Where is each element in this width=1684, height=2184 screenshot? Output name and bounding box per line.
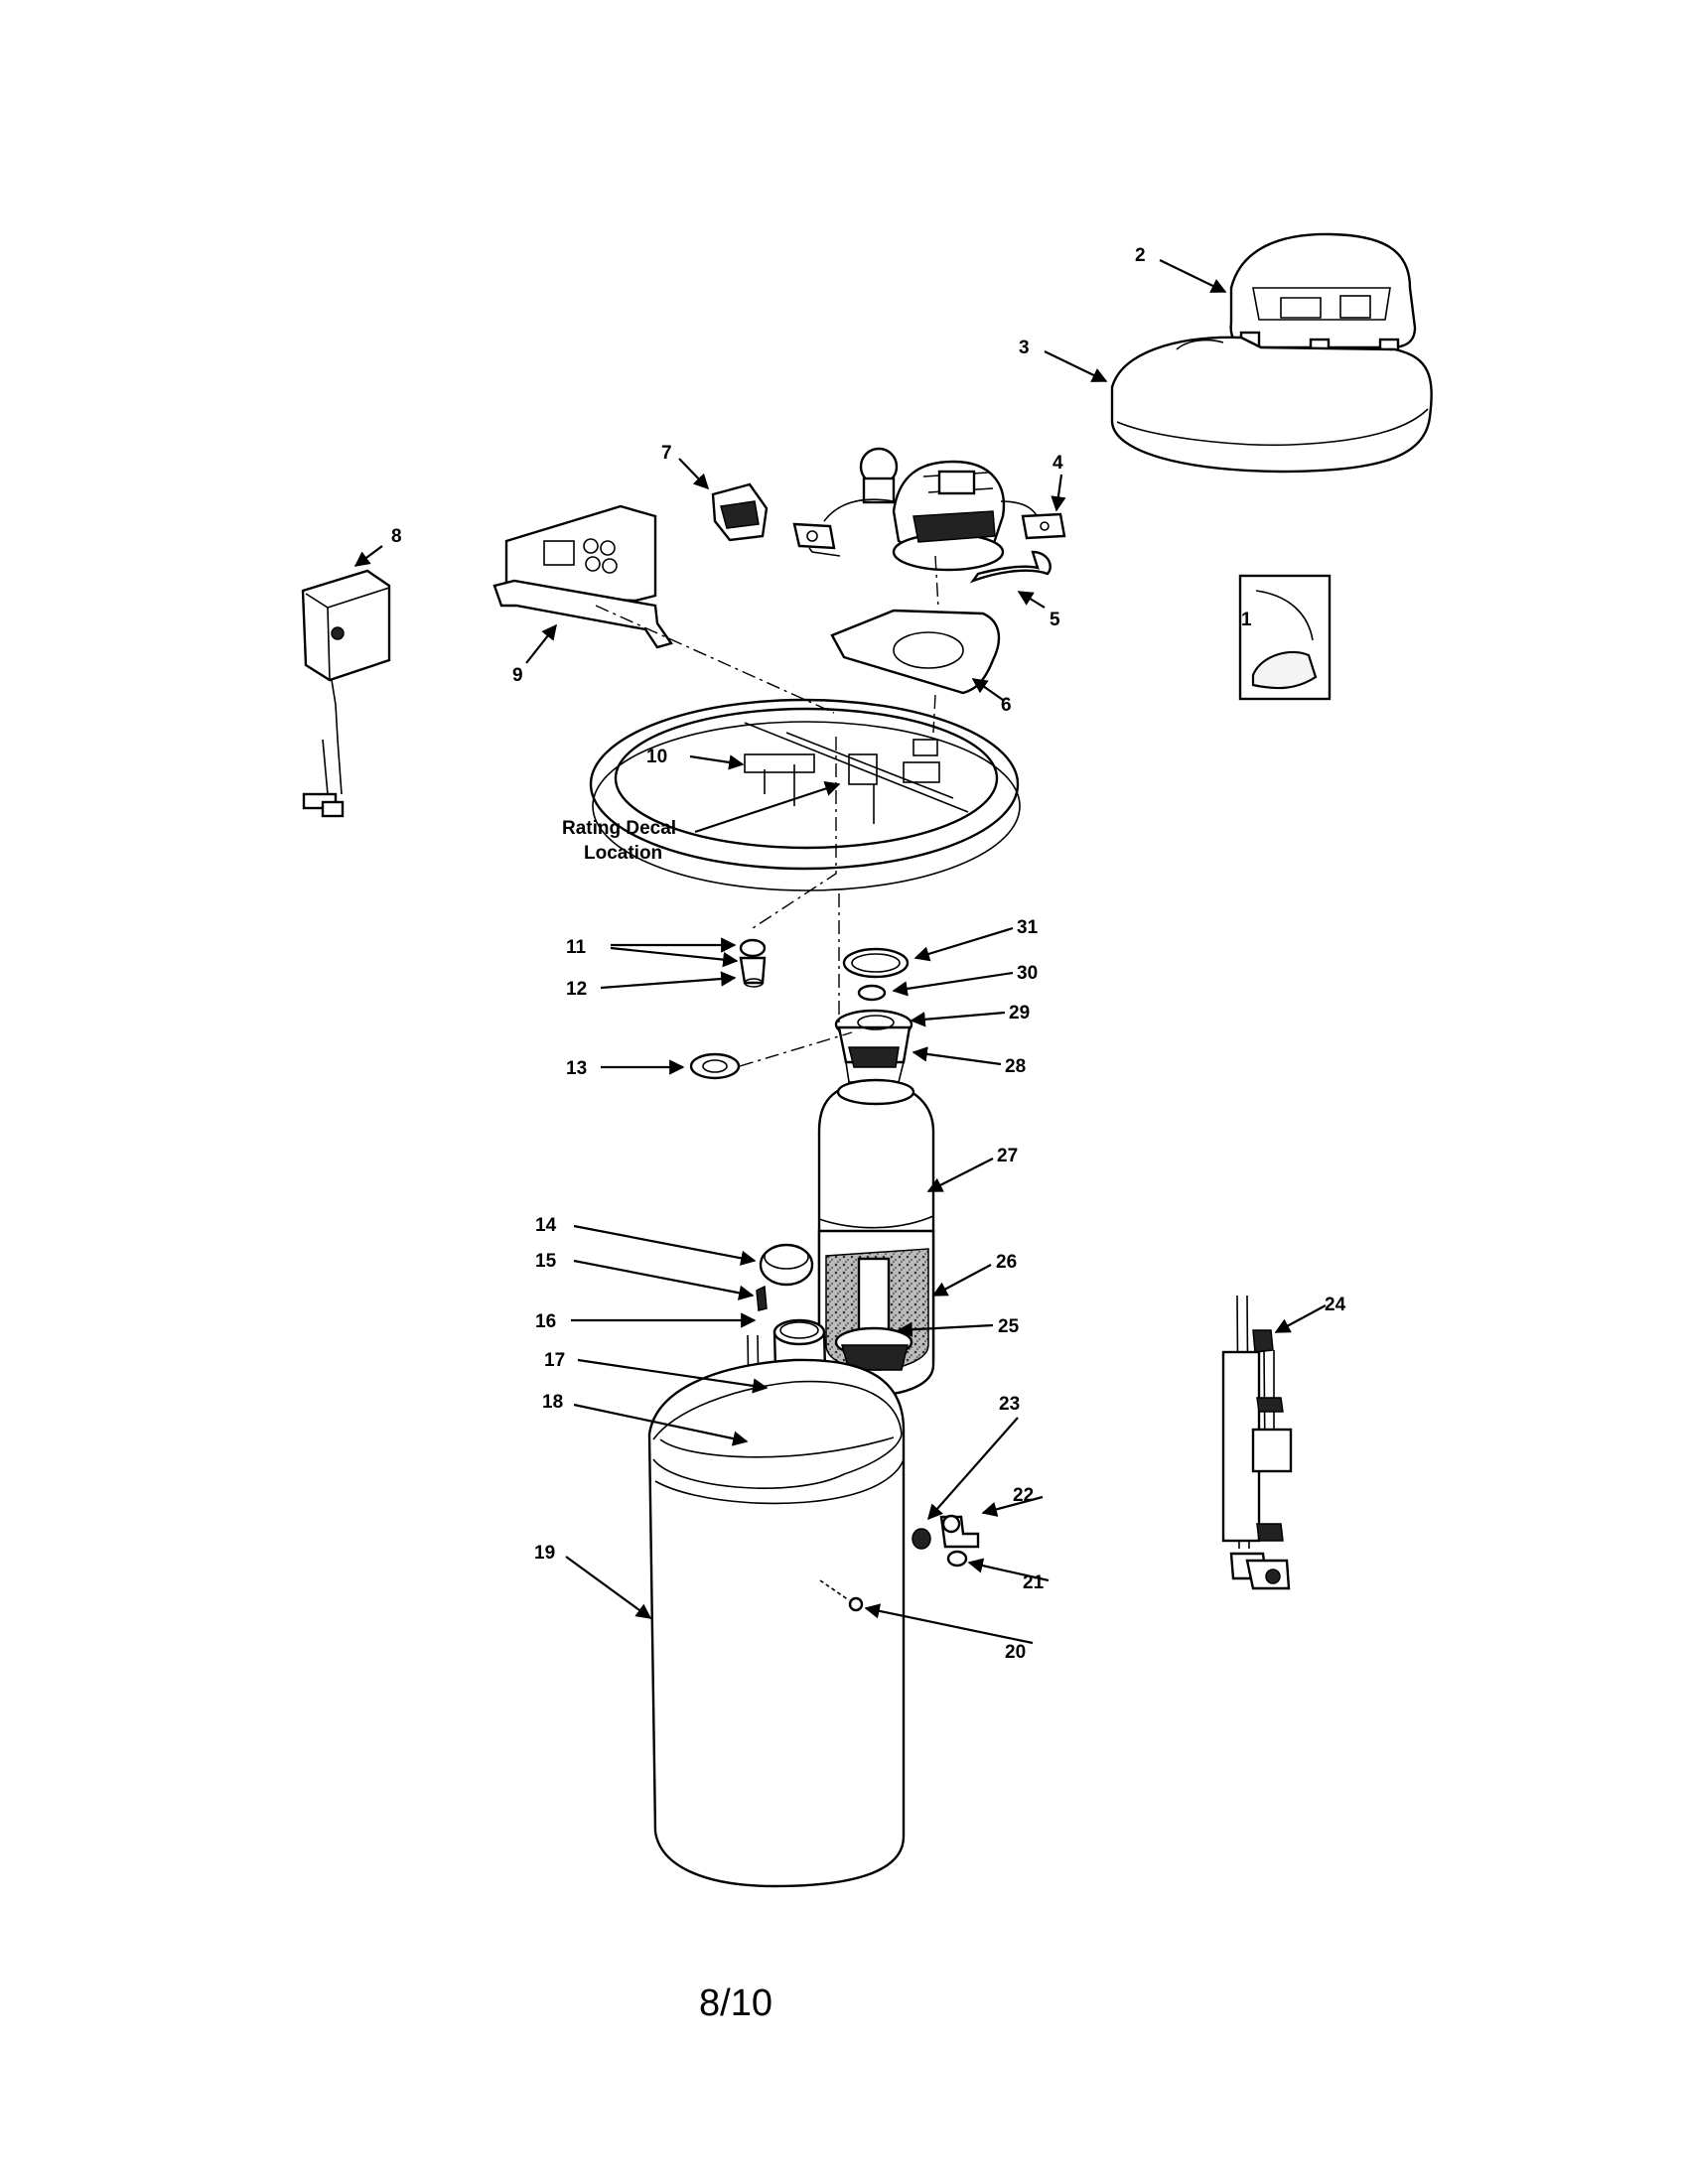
control-valve-motor: [792, 447, 1042, 572]
brine-well-cap-part-14: [759, 1243, 814, 1287]
callout-5: 5: [1050, 610, 1060, 630]
callout-17: 17: [544, 1350, 565, 1371]
callout-25: 25: [998, 1316, 1020, 1337]
callout-26: 26: [996, 1252, 1017, 1273]
callout-7: 7: [661, 443, 672, 464]
seal-part-13: [689, 1052, 741, 1080]
callout-11: 11: [566, 937, 587, 958]
callout-31: 31: [1017, 917, 1039, 938]
bracket-part-5: [969, 550, 1052, 584]
callout-10: 10: [646, 747, 667, 767]
brine-valve-assembly-part-24: [1221, 1295, 1293, 1590]
callout-3: 3: [1019, 338, 1030, 358]
callout-29: 29: [1009, 1003, 1030, 1024]
clip-part-15: [756, 1285, 768, 1311]
callout-4: 4: [1052, 453, 1063, 474]
grommet-part-23: [912, 1528, 931, 1550]
screw-part-20: [819, 1579, 864, 1612]
callout-22: 22: [1013, 1485, 1034, 1506]
resin-tank-cutaway-part-26: [817, 1229, 935, 1397]
salt-tank-part-19: [647, 1358, 906, 1888]
callout-2: 2: [1135, 245, 1146, 266]
callout-24: 24: [1325, 1295, 1346, 1315]
callout-15: 15: [535, 1251, 557, 1272]
callout-1: 1: [1241, 610, 1252, 630]
o-ring-part-31: [842, 947, 910, 979]
control-panel-part-9: [492, 504, 673, 649]
callout-23: 23: [999, 1394, 1020, 1415]
rating-decal-label-line2: Location: [584, 843, 662, 864]
callout-6: 6: [1001, 695, 1012, 716]
page-number: 8/10: [699, 1982, 772, 2024]
adapter-part-29-28: [834, 1009, 913, 1083]
clip-part-4: [1021, 512, 1066, 540]
callout-21: 21: [1023, 1572, 1045, 1593]
callout-labels: 1 2 3 4 5 6 7 8 9 10 11 12 13 14 15 16 1…: [391, 245, 1346, 1663]
callout-13: 13: [566, 1058, 587, 1079]
callout-8: 8: [391, 526, 402, 547]
callout-28: 28: [1005, 1056, 1026, 1077]
callout-9: 9: [512, 665, 523, 686]
fitting-part-11: [739, 938, 767, 988]
callout-30: 30: [1017, 963, 1038, 984]
callout-16: 16: [535, 1311, 556, 1332]
elbow-part-22: [939, 1514, 980, 1549]
callout-14: 14: [535, 1215, 557, 1236]
callout-20: 20: [1005, 1642, 1026, 1663]
valve-housing-part-10: [589, 698, 1021, 891]
callout-19: 19: [534, 1543, 555, 1564]
callout-12: 12: [566, 979, 587, 1000]
callout-18: 18: [542, 1392, 563, 1413]
leader-lines: [353, 259, 1327, 1645]
callout-27: 27: [997, 1146, 1018, 1166]
rating-decal-label-line1: Rating Decal: [562, 818, 676, 839]
timer-part-7: [711, 482, 769, 542]
clip-part-21: [946, 1550, 968, 1568]
top-cover-part-3: [1110, 336, 1433, 474]
plate-part-6: [830, 609, 1001, 695]
transformer-part-8: [301, 569, 391, 818]
inset-part-1: [1238, 574, 1332, 701]
o-ring-part-30: [857, 984, 887, 1002]
